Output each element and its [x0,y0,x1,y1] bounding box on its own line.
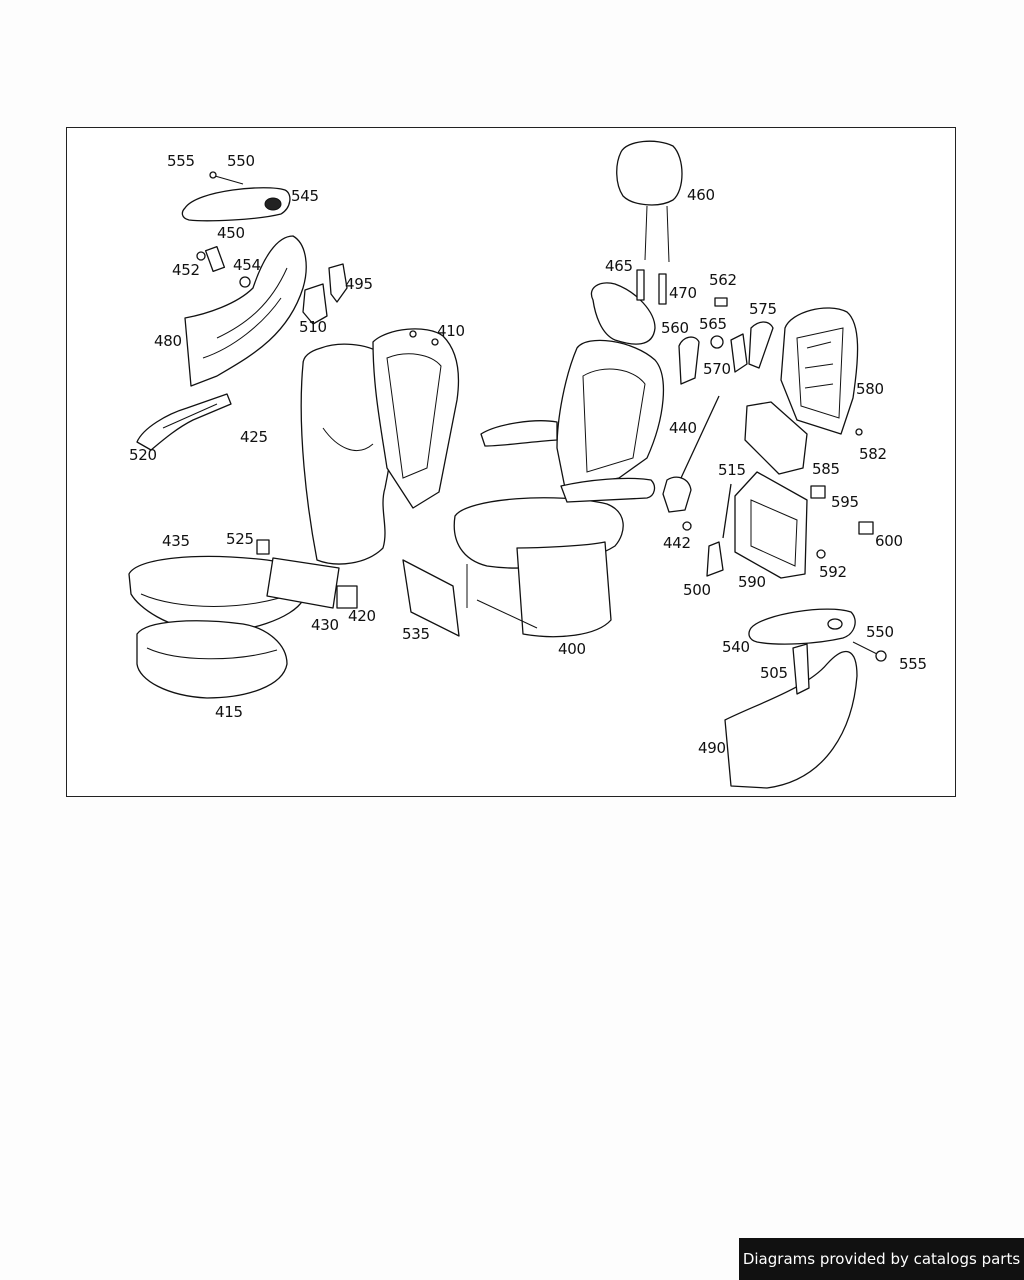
callout-555: 555 [167,152,195,170]
part-415-seat-base [136,620,288,699]
callout-440: 440 [669,419,697,437]
callout-452: 452 [172,261,200,279]
callout-525: 525 [226,530,254,548]
part-560-575-small-parts [678,297,774,385]
callout-480: 480 [154,332,182,350]
callout-400: 400 [558,640,586,658]
parts-diagram-frame: 555 550 545 450 452 454 495 510 480 520 … [66,127,956,797]
callout-415: 415 [215,703,243,721]
part-410-backrest-frame [372,328,460,509]
credit-text: Diagrams provided by catalogs parts [742,1250,1021,1268]
callout-520: 520 [129,446,157,464]
callout-430: 430 [311,616,339,634]
part-440-belt-retractor [662,395,720,531]
callout-580: 580 [856,380,884,398]
callout-550-right: 550 [866,623,894,641]
part-545-armrest-pad [181,171,291,222]
part-590-storage-box [734,471,874,579]
part-425-backrest-cushion [300,343,397,565]
callout-500: 500 [683,581,711,599]
callout-454: 454 [233,256,261,274]
part-495-510-brackets [302,263,348,325]
callout-555-right: 555 [899,655,927,673]
callout-505: 505 [760,664,788,682]
callout-550: 550 [227,152,255,170]
part-460-headrest [616,140,683,305]
callout-560: 560 [661,319,689,337]
callout-442: 442 [663,534,691,552]
callout-562: 562 [709,271,737,289]
callout-535: 535 [402,625,430,643]
part-480-side-cover [184,235,307,387]
callout-582: 582 [859,445,887,463]
callout-450: 450 [217,224,245,242]
part-535-side-trim [402,559,460,637]
part-540-armrest-pad [748,608,887,662]
callout-410: 410 [437,322,465,340]
callout-470: 470 [669,284,697,302]
callout-490: 490 [698,739,726,757]
callout-595: 595 [831,493,859,511]
callout-425: 425 [240,428,268,446]
callout-570: 570 [703,360,731,378]
part-525-430-420-switches [256,539,358,609]
callout-592: 592 [819,563,847,581]
callout-575: 575 [749,300,777,318]
callout-465: 465 [605,257,633,275]
credit-banner: Diagrams provided by catalogs parts [739,1238,1024,1280]
part-585-trim-bracket [744,401,808,475]
callout-460: 460 [687,186,715,204]
part-580-backrest-rear-panel [780,307,863,436]
callout-585: 585 [812,460,840,478]
callout-495: 495 [345,275,373,293]
callout-510: 510 [299,318,327,336]
callout-420: 420 [348,607,376,625]
callout-590: 590 [738,573,766,591]
callout-515: 515 [718,461,746,479]
callout-600: 600 [875,532,903,550]
callout-540: 540 [722,638,750,656]
callout-545: 545 [291,187,319,205]
part-520-rail [136,393,232,451]
part-490-armrest-base [724,643,858,789]
part-515-500-strip [706,483,732,577]
seat-exploded-view [128,140,887,789]
callout-565: 565 [699,315,727,333]
callout-435: 435 [162,532,190,550]
part-400-complete-seat [453,282,664,638]
